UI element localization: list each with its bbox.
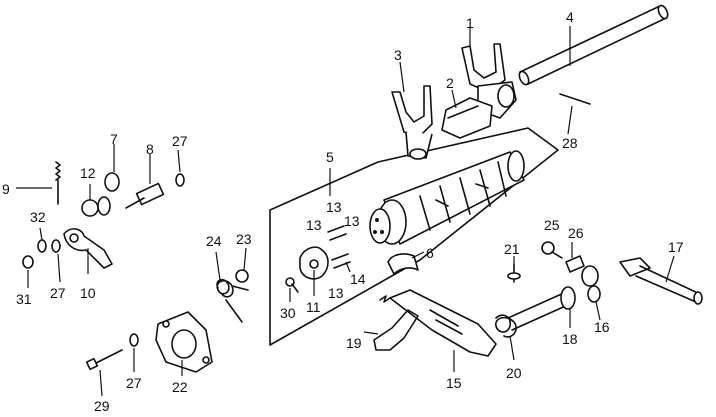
lever-15 [389, 289, 497, 357]
drum-flange [369, 208, 391, 244]
label-14: 14 [350, 271, 366, 287]
label-7: 7 [110, 131, 118, 147]
label-24: 24 [206, 233, 222, 249]
subassembly-outline [269, 127, 559, 346]
label-27-top: 27 [172, 133, 188, 149]
label-11: 11 [306, 299, 321, 315]
label-27-bottom: 27 [126, 375, 142, 391]
label-1: 1 [466, 15, 474, 31]
bolt-25 [541, 241, 563, 259]
spring-20 [495, 314, 517, 338]
label-13c: 13 [344, 213, 360, 229]
label-29: 29 [94, 398, 110, 414]
bolt-21 [507, 263, 521, 283]
label-2: 2 [446, 75, 454, 91]
label-16: 16 [594, 319, 610, 335]
label-20: 20 [506, 365, 522, 381]
shift-shaft-17 [619, 257, 703, 305]
shift-fork-shaft [518, 4, 669, 86]
shift-fork-2 [441, 97, 493, 139]
label-9: 9 [2, 181, 10, 197]
callout-labels: 1 2 3 4 5 6 7 8 9 10 11 12 13 13 13 13 1… [2, 9, 684, 414]
label-6: 6 [426, 245, 434, 261]
label-22: 22 [172, 379, 188, 395]
label-21: 21 [504, 241, 520, 257]
label-26: 26 [568, 225, 584, 241]
label-25: 25 [544, 217, 560, 233]
label-4: 4 [566, 9, 574, 25]
washer-27-bottom [129, 333, 139, 347]
label-8: 8 [146, 141, 154, 157]
label-18: 18 [562, 331, 578, 347]
label-27-mid: 27 [50, 285, 66, 301]
label-13b: 13 [306, 217, 322, 233]
stopper-plate-11 [299, 246, 329, 280]
label-3: 3 [394, 47, 402, 63]
pawl-19 [373, 295, 419, 351]
label-13d: 13 [328, 285, 344, 301]
shaft-18 [507, 286, 576, 331]
shift-drum [377, 150, 525, 245]
label-31: 31 [16, 291, 32, 307]
pin-28 [559, 93, 591, 105]
label-28: 28 [562, 135, 578, 151]
label-17: 17 [668, 239, 684, 255]
label-23: 23 [236, 231, 252, 247]
label-32: 32 [30, 209, 46, 225]
screw-30 [285, 277, 299, 293]
cam-plate-6 [387, 253, 419, 275]
part-16 [581, 265, 601, 303]
nut-23 [235, 269, 249, 283]
leader-lines [16, 26, 675, 397]
label-10: 10 [80, 285, 96, 301]
label-30: 30 [280, 305, 296, 321]
label-19: 19 [346, 335, 362, 351]
label-15: 15 [446, 375, 462, 391]
label-12: 12 [80, 165, 96, 181]
plate-22 [155, 311, 213, 373]
label-5: 5 [326, 149, 334, 165]
label-13a: 13 [326, 199, 342, 215]
part-26 [565, 255, 585, 273]
bolt-29 [85, 349, 123, 371]
pins-13 [327, 225, 351, 269]
shift-fork-3 [391, 85, 433, 160]
left-parts-group [22, 161, 185, 269]
spring-24 [216, 278, 249, 323]
